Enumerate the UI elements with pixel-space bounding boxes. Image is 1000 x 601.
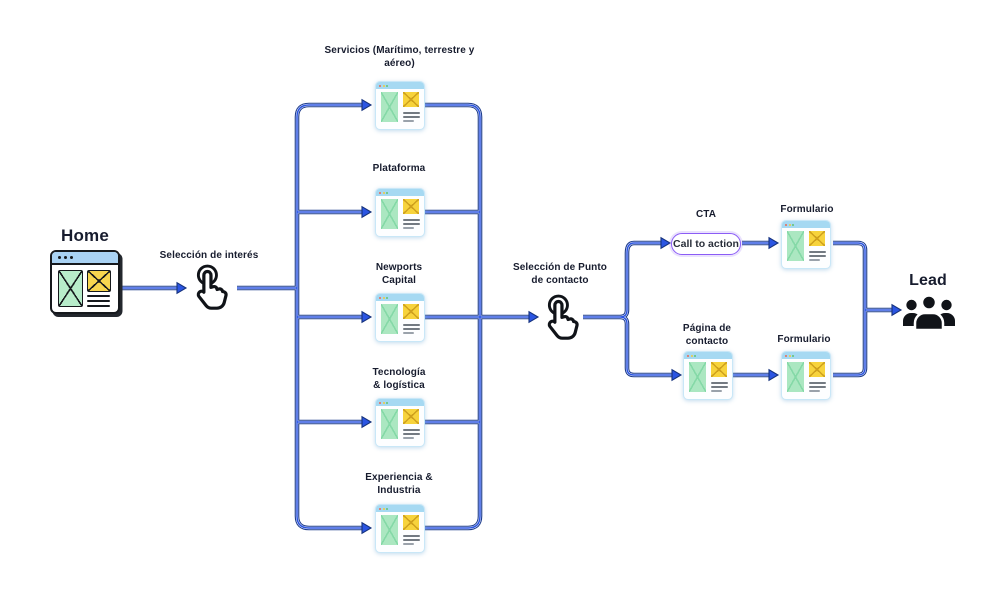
hand-pointer-icon (547, 294, 579, 340)
image-placeholder-green (787, 231, 804, 261)
page-label-servicios: Servicios (Marítimo, terrestre y aéreo) (324, 45, 475, 70)
text-line (403, 433, 420, 435)
browser-bar (782, 352, 830, 359)
form-bottom-label: Formulario (777, 334, 831, 345)
page-label-experiencia: Experiencia & Industria (365, 472, 433, 497)
wireframe-page-plataforma (375, 188, 425, 237)
browser-bar (376, 505, 424, 512)
wireframe-page-formulario-top (781, 220, 831, 269)
arrowheads (176, 98, 903, 535)
form-top-label: Formulario (780, 204, 834, 215)
browser-bar (376, 189, 424, 196)
image-placeholder-green (381, 515, 398, 545)
wireframe-page-contacto (683, 351, 733, 400)
text-line (403, 437, 414, 439)
text-line (403, 539, 420, 541)
text-line (403, 112, 420, 114)
browser-bar (376, 399, 424, 406)
text-line (403, 328, 420, 330)
home-browser-icon (50, 250, 120, 314)
cta-label: CTA (695, 209, 717, 220)
wireframe-page-newports (375, 293, 425, 342)
image-placeholder-yellow (403, 409, 419, 424)
home-label: Home (60, 226, 110, 245)
text-line (403, 227, 414, 229)
hand-pointer-icon (196, 264, 228, 310)
image-placeholder-green (381, 304, 398, 334)
wireframe-page-experiencia (375, 504, 425, 553)
image-placeholder-green (381, 409, 398, 439)
page-label-tecnologia: Tecnología & logística (372, 367, 426, 392)
text-line (403, 324, 420, 326)
text-line (403, 219, 420, 221)
text-line (87, 305, 110, 307)
connector-paths (122, 102, 893, 531)
image-placeholder-yellow (711, 362, 727, 377)
page-label-newports: Newports Capital (375, 262, 423, 287)
image-placeholder-yellow (809, 362, 825, 377)
people-group-icon (903, 294, 955, 332)
text-line (711, 390, 722, 392)
image-placeholder-green (58, 270, 83, 307)
text-line (403, 223, 420, 225)
contact-selection-label: Selección de Punto de contacto (512, 262, 608, 287)
image-placeholder-green (381, 199, 398, 229)
text-line (809, 251, 826, 253)
text-line (809, 382, 826, 384)
wireframe-page-servicios (375, 81, 425, 130)
interest-selection-label: Selección de interés (159, 250, 259, 261)
image-placeholder-yellow (403, 92, 419, 107)
contact-page-label: Página de contacto (682, 323, 732, 348)
image-placeholder-green (689, 362, 706, 392)
wireframe-page-formulario-bottom (781, 351, 831, 400)
browser-bar (782, 221, 830, 228)
text-line (711, 382, 728, 384)
text-line (403, 120, 414, 122)
text-line (809, 255, 826, 257)
text-line (403, 535, 420, 537)
image-placeholder-yellow (87, 270, 111, 292)
browser-bar (376, 82, 424, 89)
text-line (403, 332, 414, 334)
browser-toolbar (52, 252, 118, 265)
text-line (809, 259, 820, 261)
text-line (403, 543, 414, 545)
image-placeholder-yellow (403, 515, 419, 530)
image-placeholder-yellow (403, 199, 419, 214)
image-placeholder-yellow (403, 304, 419, 319)
text-line (403, 116, 420, 118)
image-placeholder-yellow (809, 231, 825, 246)
call-to-action-button[interactable]: Call to action (671, 233, 741, 255)
lead-label: Lead (909, 272, 947, 289)
page-label-plataforma: Plataforma (372, 163, 426, 174)
browser-bar (684, 352, 732, 359)
text-line (87, 300, 110, 302)
image-placeholder-green (787, 362, 804, 392)
browser-bar (376, 294, 424, 301)
text-line (809, 390, 820, 392)
text-line (809, 386, 826, 388)
text-line (711, 386, 728, 388)
wireframe-page-tecnologia (375, 398, 425, 447)
text-line (87, 295, 110, 297)
text-line (403, 429, 420, 431)
image-placeholder-green (381, 92, 398, 122)
